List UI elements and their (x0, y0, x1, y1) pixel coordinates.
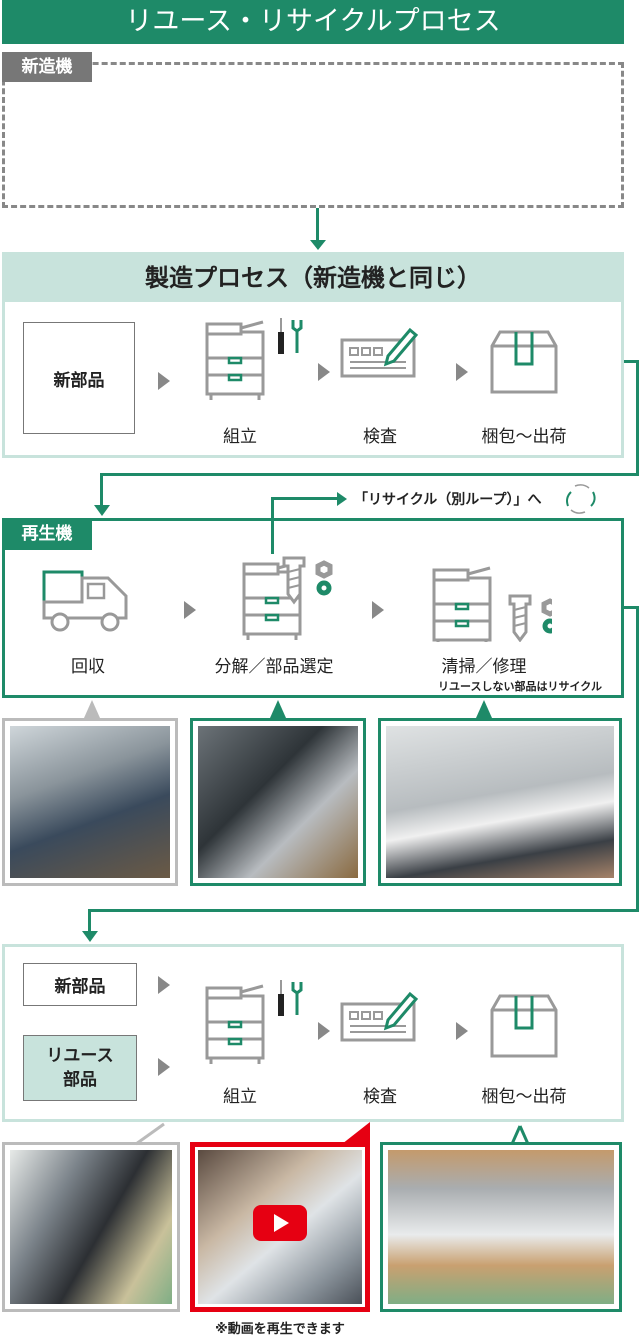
step-arrow-icon (318, 1022, 330, 1040)
new-machine-label: 新造機 (2, 52, 92, 82)
photo-collection (2, 718, 178, 886)
connector-line (88, 909, 639, 912)
printer-screw-icon (432, 566, 552, 642)
manufacturing-title: 製造プロセス（新造機と同じ） (2, 252, 624, 304)
step-label: 組立 (223, 1087, 257, 1107)
box-icon (490, 994, 558, 1058)
step-label: 回収 (71, 657, 105, 677)
recycle-loop-label: 「リサイクル（別ループ）」へ (354, 492, 542, 508)
step-label: 検査 (363, 427, 397, 447)
reuse-parts-box: リユース部品 (23, 1035, 137, 1101)
inspection-icon (340, 992, 418, 1042)
step-label: 清掃／修理 (441, 657, 527, 677)
recycle-note: リユースしない部品はリサイクル (438, 680, 602, 693)
box-icon (490, 330, 558, 394)
step-label: 梱包〜出荷 (481, 427, 567, 447)
step-arrow-icon (372, 601, 384, 619)
step-label: 検査 (363, 1087, 397, 1107)
step-arrow-icon (158, 976, 170, 994)
speech-tail (270, 700, 286, 718)
inspection-icon (340, 328, 418, 378)
new-machine-box (2, 62, 624, 208)
play-icon (274, 1214, 289, 1232)
printer-tools-icon (205, 318, 303, 402)
remanufactured-label: 再生機 (2, 518, 92, 550)
speech-tail (476, 700, 492, 718)
connector-line (100, 473, 639, 476)
speech-tails (135, 1122, 530, 1146)
arrow-line (316, 208, 319, 242)
step-label: 梱包〜出荷 (481, 1087, 567, 1107)
step-arrow-icon (158, 372, 170, 390)
reuse-parts-line1: リユース (46, 1046, 114, 1066)
step-arrow-icon (318, 363, 330, 381)
connector-line (88, 909, 91, 933)
reuse-parts-line2: 部品 (63, 1070, 97, 1090)
step-arrow-icon (456, 363, 468, 381)
connector-line (636, 360, 639, 476)
step-arrow-icon (158, 1058, 170, 1076)
new-parts-box: 新部品 (23, 322, 135, 434)
arrow-right-icon (337, 492, 347, 506)
photo-disassembly (190, 718, 366, 886)
photo-assembly (2, 1142, 180, 1312)
new-parts-box: 新部品 (23, 963, 137, 1006)
assembly-section (2, 944, 624, 1122)
play-button[interactable] (253, 1205, 307, 1241)
step-arrow-icon (184, 601, 196, 619)
printer-tools-icon (205, 980, 303, 1064)
recycle-line (271, 498, 274, 554)
connector-line (100, 473, 103, 507)
arrow-down-icon (94, 505, 110, 516)
step-label: 組立 (223, 427, 257, 447)
step-label: 分解／部品選定 (214, 657, 334, 677)
step-arrow-icon (456, 1022, 468, 1040)
recycle-icon (566, 484, 596, 514)
video-inspection[interactable] (190, 1142, 370, 1312)
recycle-line (271, 497, 339, 500)
truck-icon (42, 570, 128, 632)
printer-screw-icon (242, 556, 342, 642)
photo-packing (380, 1142, 622, 1312)
arrow-down-icon (82, 931, 98, 942)
arrow-down-icon (310, 240, 326, 250)
page-title: リユース・リサイクルプロセス (2, 0, 624, 44)
connector-line (636, 606, 639, 912)
photo-cleaning (378, 718, 622, 886)
remanufactured-section (2, 518, 624, 698)
video-note: ※動画を再生できます (215, 1322, 345, 1337)
speech-tail (84, 700, 100, 718)
connector-line (624, 360, 639, 363)
connector-line (624, 606, 639, 609)
